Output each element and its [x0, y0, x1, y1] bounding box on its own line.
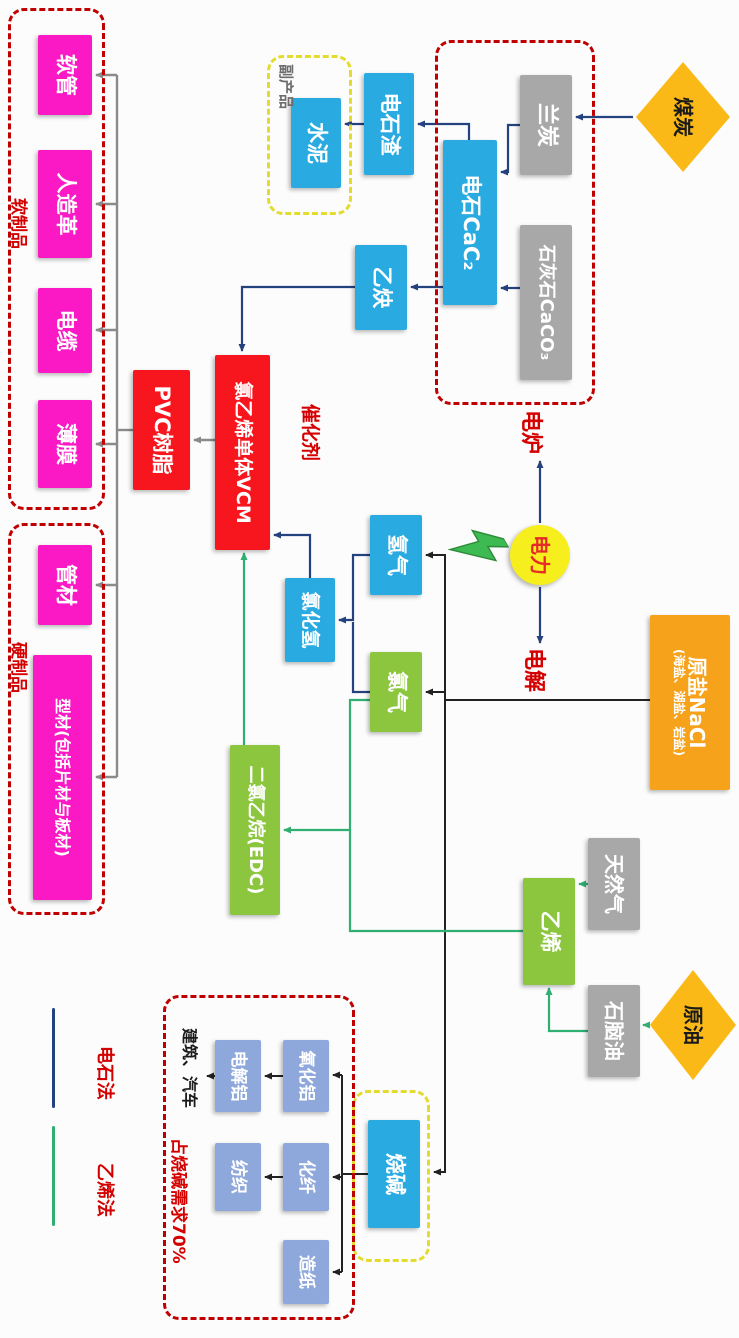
byproduct-label: 副产品 [277, 64, 295, 110]
legend-carbide-route-label: 电石法 [94, 1046, 115, 1100]
node-hose: 软管 [38, 35, 92, 115]
legend-carbide-route-line [52, 1008, 55, 1108]
node-ethylene: 乙烯 [523, 878, 575, 985]
node-natural-gas: 天然气 [588, 838, 640, 930]
node-chemical-fiber: 化纤 [283, 1143, 329, 1211]
legend-ethylene-route-label: 乙烯法 [94, 1163, 115, 1217]
lightning-icon [447, 529, 511, 562]
node-electrolytic-aluminum: 电解铝 [215, 1040, 261, 1112]
node-artificial-leather: 人造革 [38, 150, 92, 258]
electrolysis-label: 电解 [521, 648, 546, 693]
node-carbide-slag: 电石渣 [364, 73, 414, 175]
node-limestone: 石灰石CaCO₃ [520, 225, 572, 380]
furnace-label: 电炉 [518, 410, 543, 455]
node-pipe: 管材 [38, 545, 92, 625]
caustic-demand-label: 占烧碱需求70% [168, 1138, 188, 1264]
construction-auto-label: 建筑、汽车 [180, 1028, 199, 1109]
node-raw-salt: 原盐NaCl (海盐、湖盐、岩盐) [650, 615, 730, 790]
node-calcium-carbide: 电石CaC₂ [443, 140, 497, 305]
node-naphtha: 石脑油 [588, 985, 640, 1077]
node-chlorine: 氯气 [370, 652, 422, 732]
raw-salt-title: 原盐NaCl [685, 656, 710, 749]
node-caustic-soda: 烧碱 [368, 1120, 420, 1228]
legend-ethylene-route-line [52, 1126, 55, 1226]
node-hcl: 氯化氢 [285, 578, 335, 662]
soft-products-label: 软制品 [8, 198, 28, 249]
node-hydrogen: 氢气 [370, 515, 422, 595]
node-semicoke: 兰炭 [520, 75, 572, 175]
node-textile: 纺织 [215, 1143, 261, 1211]
node-cement: 水泥 [291, 98, 341, 188]
hard-products-label: 硬制品 [8, 642, 28, 693]
node-acetylene: 乙炔 [355, 245, 407, 330]
node-cable: 电缆 [38, 288, 92, 373]
node-vcm: 氯乙烯单体VCM [215, 355, 270, 550]
node-profile: 型材(包括片材与板材) [33, 655, 92, 900]
catalyst-label: 催化剂 [299, 404, 321, 462]
node-edc: 二氯乙烷(EDC) [230, 745, 280, 915]
node-alumina: 氧化铝 [283, 1040, 329, 1112]
node-pvc-resin: PVC树脂 [133, 370, 190, 490]
node-paper: 造纸 [283, 1240, 329, 1304]
node-film: 薄膜 [38, 400, 92, 488]
node-electric-power: 电力 [510, 525, 570, 585]
raw-salt-subtitle: (海盐、湖盐、岩盐) [672, 649, 687, 756]
